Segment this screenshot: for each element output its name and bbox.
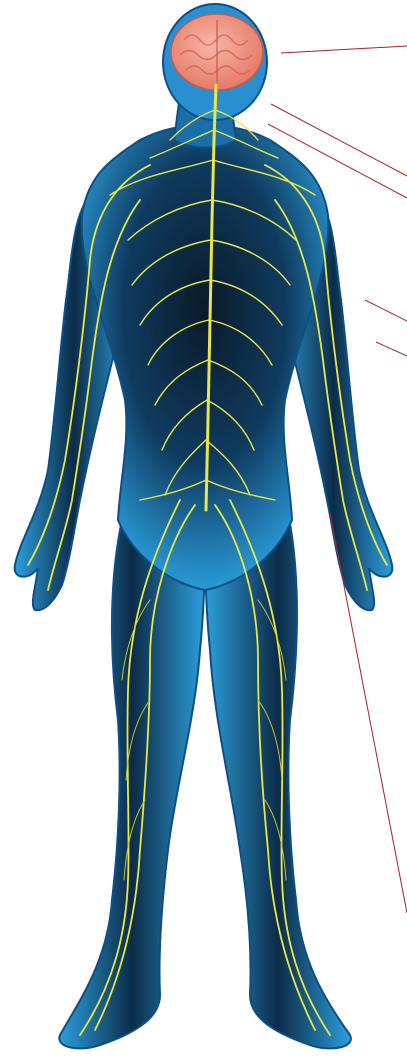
arm-leader-line-1: [365, 300, 407, 321]
arm-leader-line-2: [376, 342, 407, 356]
torso: [82, 125, 329, 590]
brain-icon: [171, 14, 263, 90]
human-body-silhouette: [15, 4, 393, 1048]
brain-leader-line: [281, 46, 407, 53]
